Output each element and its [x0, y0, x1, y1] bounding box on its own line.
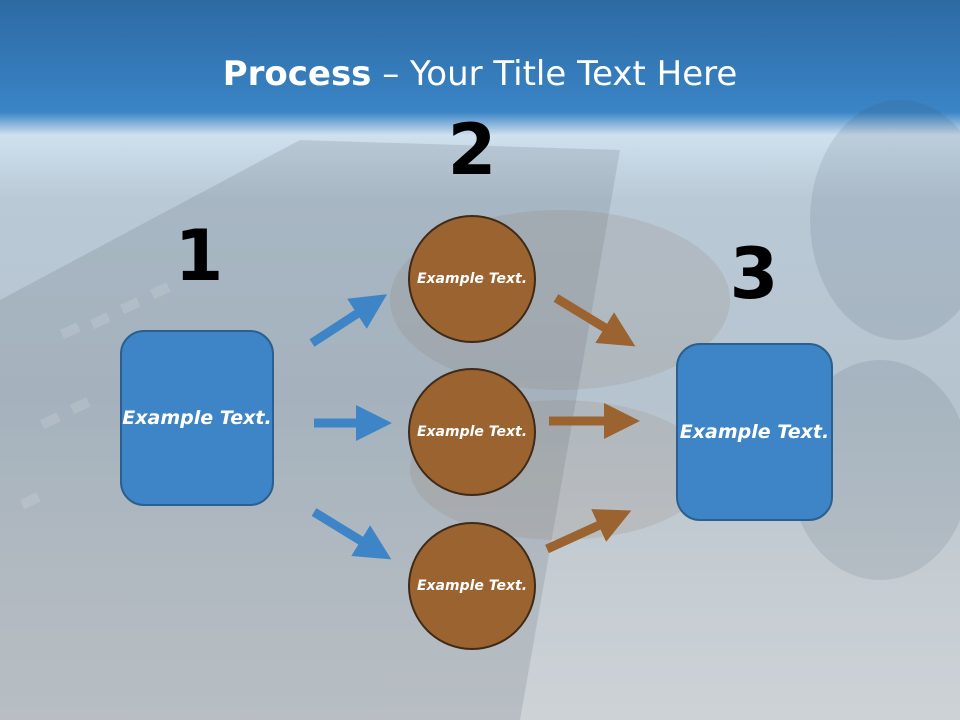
title-bold: Process: [222, 54, 372, 94]
step-2-circle-top: Example Text.: [408, 215, 536, 343]
arrow-2a-to-3: [553, 294, 636, 347]
step-2-circle-middle: Example Text.: [408, 368, 536, 496]
title-rest: – Your Title Text Here: [371, 54, 738, 94]
arrow-2c-to-3: [545, 509, 632, 554]
step-2-number: 2: [447, 109, 497, 191]
step-2-text-middle: Example Text.: [416, 423, 528, 440]
step-1-text: Example Text.: [122, 406, 272, 429]
arrow-1-to-2a: [309, 294, 388, 347]
step-1-box: Example Text.: [120, 330, 274, 506]
step-2-circle-bottom: Example Text.: [408, 522, 536, 650]
slide-title: Process – Your Title Text Here: [0, 52, 960, 96]
step-3-number: 3: [729, 233, 779, 315]
step-3-box: Example Text.: [676, 343, 833, 521]
step-2-text-bottom: Example Text.: [416, 577, 528, 594]
arrow-1-to-2c: [311, 508, 392, 560]
step-2-text-top: Example Text.: [416, 270, 528, 287]
step-3-text: Example Text.: [679, 420, 830, 443]
step-1-number: 1: [174, 215, 224, 297]
